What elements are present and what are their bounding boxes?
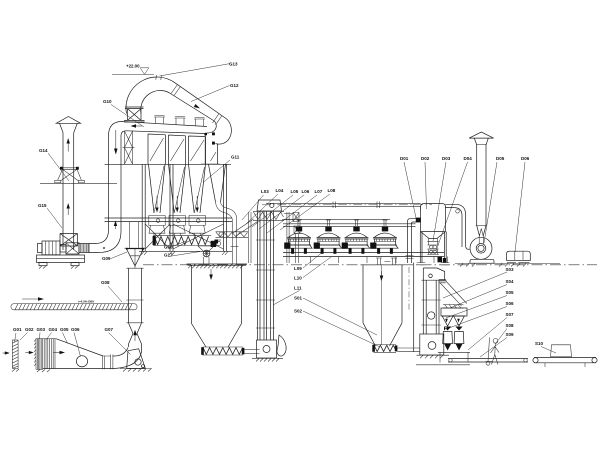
svg-text:D06: D06 <box>521 156 530 161</box>
svg-text:S04: S04 <box>506 279 515 284</box>
svg-text:S07: S07 <box>506 312 515 317</box>
svg-text:S03: S03 <box>506 267 515 272</box>
svg-text:G04: G04 <box>49 327 58 332</box>
svg-text:S08: S08 <box>506 323 515 328</box>
svg-text:G06: G06 <box>71 327 80 332</box>
svg-text:G16: G16 <box>164 245 173 250</box>
svg-text:D02: D02 <box>421 156 430 161</box>
svg-text:L11: L11 <box>294 286 302 291</box>
svg-text:S06: S06 <box>506 301 515 306</box>
svg-text:D01: D01 <box>400 156 409 161</box>
svg-text:G09: G09 <box>102 256 111 261</box>
svg-text:G13: G13 <box>229 62 238 67</box>
svg-text:D03: D03 <box>442 156 451 161</box>
svg-text:L06: L06 <box>302 189 310 194</box>
svg-text:G01: G01 <box>13 327 22 332</box>
svg-text:G02: G02 <box>25 327 34 332</box>
svg-text:G12: G12 <box>230 83 239 88</box>
svg-text:S01: S01 <box>294 296 303 301</box>
svg-text:G14: G14 <box>39 148 48 153</box>
svg-text:G15: G15 <box>38 203 47 208</box>
svg-text:L04: L04 <box>276 188 284 193</box>
svg-text:i=4.5% D89: i=4.5% D89 <box>78 300 94 304</box>
svg-text:+22.00: +22.00 <box>126 63 140 68</box>
svg-text:G07: G07 <box>105 327 114 332</box>
svg-text:L09: L09 <box>294 266 302 271</box>
svg-text:L10: L10 <box>294 276 302 281</box>
svg-text:L07: L07 <box>315 189 323 194</box>
svg-text:G08: G08 <box>101 280 110 285</box>
svg-text:D04: D04 <box>464 156 473 161</box>
svg-text:S05: S05 <box>506 290 515 295</box>
svg-text:G17: G17 <box>164 253 173 258</box>
svg-text:G05: G05 <box>60 327 69 332</box>
svg-text:S02: S02 <box>294 309 303 314</box>
svg-text:L03: L03 <box>261 189 269 194</box>
svg-text:D05: D05 <box>496 156 505 161</box>
svg-text:S09: S09 <box>506 332 515 337</box>
svg-text:G03: G03 <box>37 327 46 332</box>
svg-text:G11: G11 <box>231 155 240 160</box>
svg-text:L05: L05 <box>291 189 299 194</box>
svg-text:S10: S10 <box>535 341 544 346</box>
svg-text:G10: G10 <box>103 99 112 104</box>
svg-text:L08: L08 <box>328 188 336 193</box>
